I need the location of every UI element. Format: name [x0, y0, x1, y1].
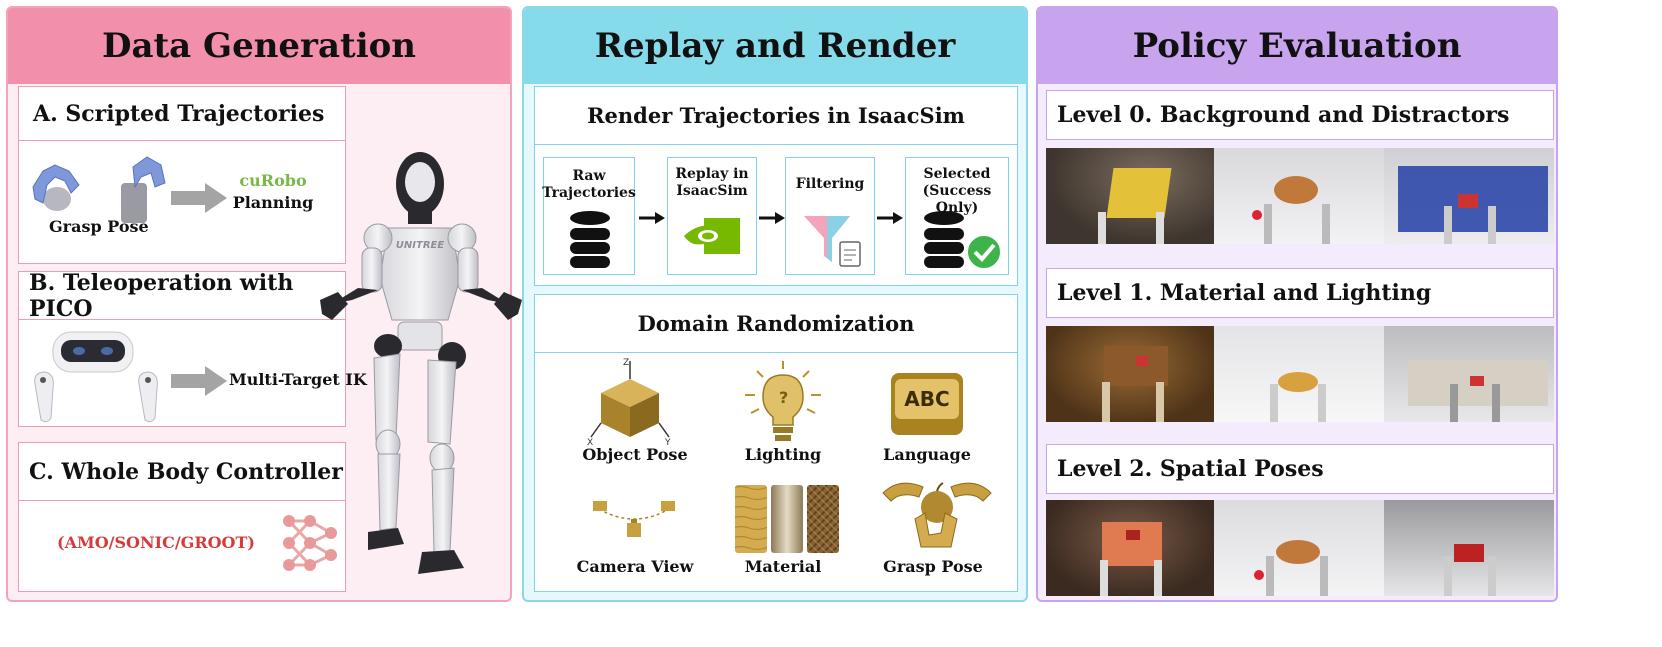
selected-success-label: Selected (Success Only) — [922, 166, 992, 216]
filtering-label: Filtering — [795, 176, 865, 192]
camera-view-icon — [593, 501, 675, 537]
raw-trajectories-label: Raw Trajectories — [542, 168, 636, 201]
humanoid-robot-illustration: UNITREE — [320, 152, 522, 574]
vr-headset-icon — [34, 331, 158, 423]
neural-network-icon — [283, 515, 337, 571]
render-trajectories-header: Render Trajectories in IsaacSim — [535, 87, 1017, 145]
database-check-icon — [924, 211, 1002, 270]
language-abc-icon: ABC — [891, 373, 963, 435]
grasp-pose-hands-icon — [882, 482, 992, 548]
controller-names-text: (AMO/SONIC/GROOT) — [57, 533, 255, 552]
level-1-header: Level 1. Material and Lighting — [1046, 268, 1554, 318]
object-pose-cube-icon: Z X Y — [587, 358, 671, 447]
nvidia-icon — [684, 218, 740, 254]
policy-evaluation-panel: Policy Evaluation Level 0. Background an… — [1036, 6, 1558, 602]
filter-funnel-icon — [804, 216, 861, 267]
whole-body-controller-box: C. Whole Body Controller (AMO/SONIC/GROO… — [18, 442, 346, 592]
render-trajectories-title: Render Trajectories in IsaacSim — [587, 103, 965, 128]
arrow-right-icon — [171, 183, 227, 213]
language-label: Language — [883, 445, 971, 464]
grasp-pose-label: Grasp Pose — [49, 217, 149, 236]
level-1-scene-3 — [1384, 326, 1554, 422]
multi-target-ik-text: Multi-Target IK — [229, 370, 367, 389]
svg-text:Y: Y — [664, 438, 671, 447]
level-0-scene-1 — [1046, 148, 1214, 244]
robot-brand-text: UNITREE — [396, 240, 445, 251]
level-0-title: Level 0. Background and Distractors — [1057, 102, 1510, 128]
scripted-trajectories-header: A. Scripted Trajectories — [19, 87, 345, 141]
level-1-title: Level 1. Material and Lighting — [1057, 280, 1432, 306]
domain-randomization-box: Domain Randomization Z X Y Object Pose — [534, 294, 1018, 592]
data-generation-title: Data Generation — [8, 8, 510, 84]
level-1-scene-1 — [1046, 326, 1214, 422]
level-2-title: Level 2. Spatial Poses — [1057, 456, 1324, 482]
replay-render-panel: Replay and Render Render Trajectories in… — [522, 6, 1028, 602]
render-trajectories-box: Render Trajectories in IsaacSim Raw Traj… — [534, 86, 1018, 286]
level-2-header: Level 2. Spatial Poses — [1046, 444, 1554, 494]
svg-text:X: X — [587, 438, 593, 447]
teleoperation-box: B. Teleoperation with PICO Multi-Target … — [18, 269, 367, 427]
teleoperation-title: B. Teleoperation with PICO — [29, 269, 294, 322]
robot-hands-icon — [32, 156, 166, 223]
grasp-pose-domain-label: Grasp Pose — [883, 557, 983, 576]
scripted-trajectories-title: A. Scripted Trajectories — [33, 100, 325, 127]
curobo-text: cuRobo — [239, 171, 307, 190]
lighting-label: Lighting — [744, 445, 822, 464]
svg-text:Z: Z — [623, 358, 629, 368]
whole-body-controller-header: C. Whole Body Controller — [19, 443, 345, 501]
database-icon — [570, 211, 610, 268]
arrow-right-icon — [877, 212, 903, 224]
filtering-step: Filtering — [785, 157, 875, 275]
level-2-scene-2 — [1214, 500, 1384, 596]
replay-isaacsim-step: Replay in IsaacSim — [667, 157, 757, 275]
domain-randomization-header: Domain Randomization — [535, 295, 1017, 353]
material-swatches-icon — [735, 485, 839, 553]
arrow-right-icon — [171, 366, 227, 396]
lighting-bulb-icon: ? — [745, 361, 821, 441]
level-2-scene-1 — [1046, 500, 1214, 596]
scripted-trajectories-box: A. Scripted Trajectories Grasp Pose cuRo… — [18, 86, 346, 264]
replay-isaacsim-label: Replay in IsaacSim — [675, 166, 749, 199]
domain-randomization-title: Domain Randomization — [637, 311, 915, 336]
level-1-scene-2 — [1214, 326, 1384, 422]
selected-success-step: Selected (Success Only) — [905, 157, 1009, 275]
teleoperation-header: B. Teleoperation with PICO — [19, 269, 345, 322]
level-0-header: Level 0. Background and Distractors — [1046, 90, 1554, 140]
replay-render-title: Replay and Render — [524, 8, 1026, 84]
policy-evaluation-title: Policy Evaluation — [1038, 8, 1556, 84]
level-0-scene-3 — [1384, 148, 1554, 244]
planning-text: Planning — [232, 193, 314, 212]
language-abc-text: ABC — [895, 379, 959, 419]
camera-view-label: Camera View — [576, 557, 694, 576]
material-label: Material — [744, 557, 822, 576]
raw-trajectories-step: Raw Trajectories — [542, 157, 636, 275]
arrow-right-icon — [639, 212, 665, 224]
object-pose-label: Object Pose — [582, 445, 688, 464]
level-2-scene-3 — [1384, 500, 1554, 596]
arrow-right-icon — [759, 212, 785, 224]
svg-text:?: ? — [779, 388, 788, 407]
whole-body-controller-title: C. Whole Body Controller — [29, 458, 343, 485]
level-0-scene-2 — [1214, 148, 1384, 244]
